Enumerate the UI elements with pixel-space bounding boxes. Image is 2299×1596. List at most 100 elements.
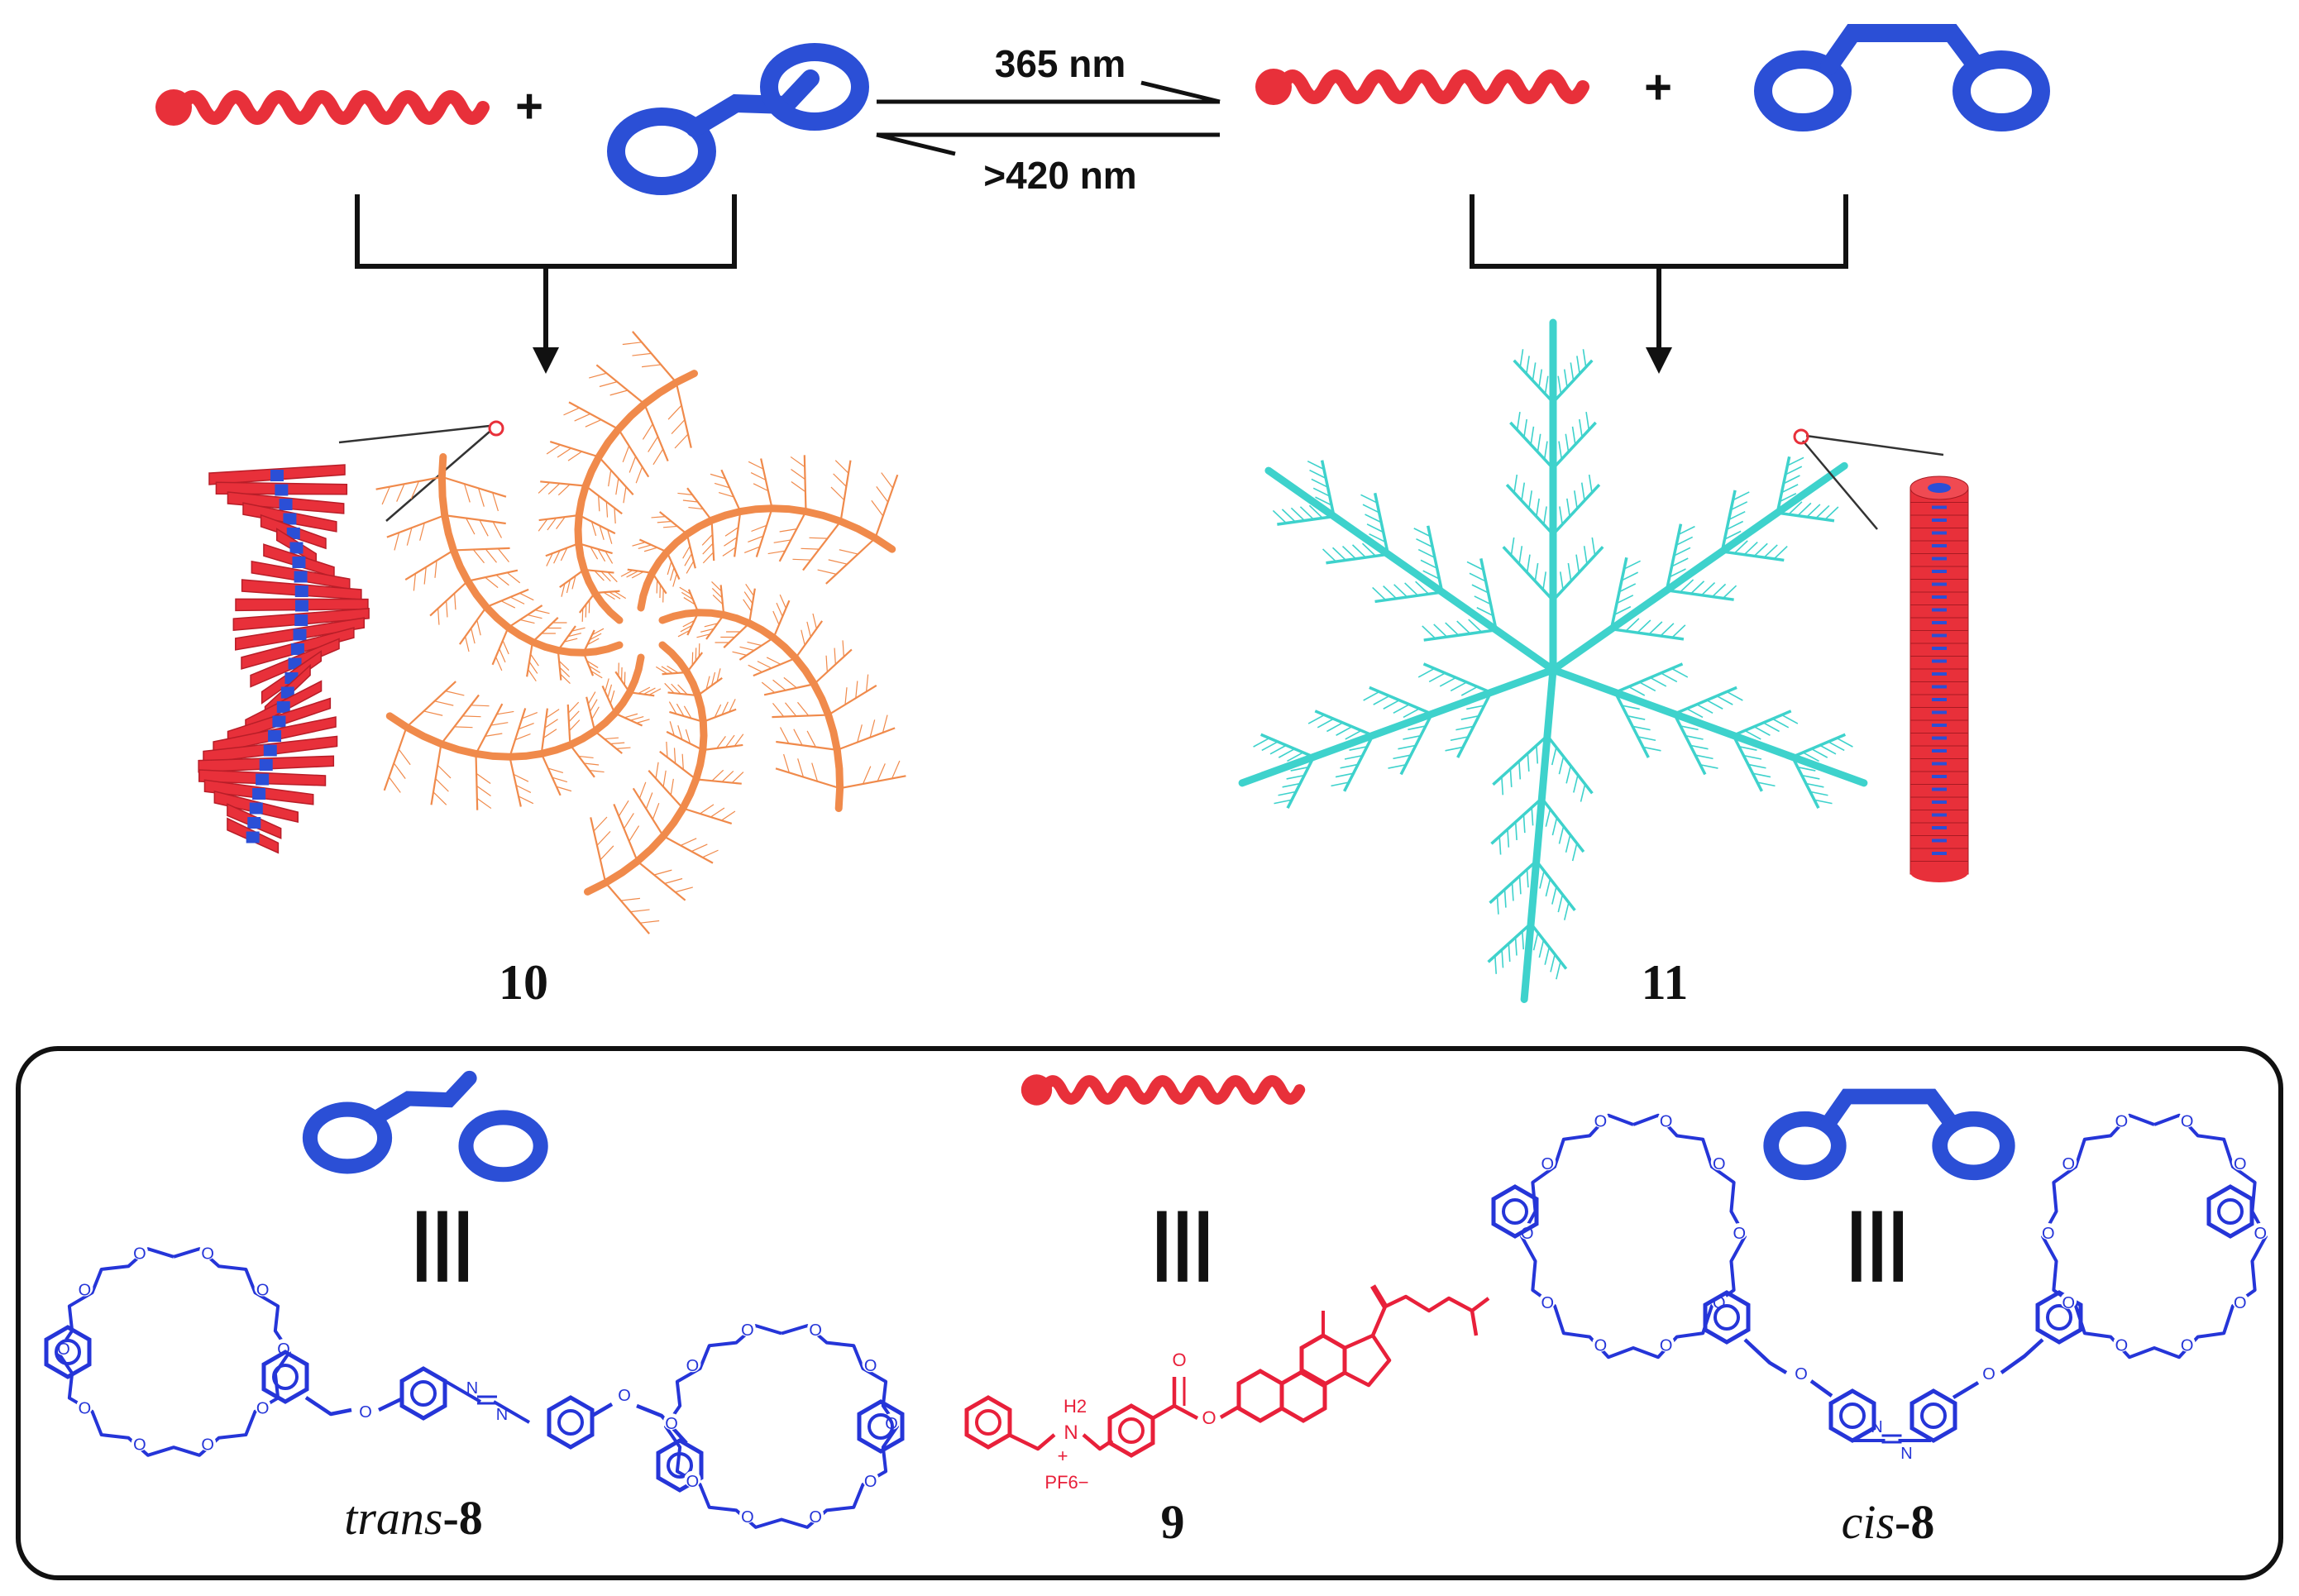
pinwheel-twig [434, 700, 454, 706]
dendrite-twig [1785, 466, 1803, 475]
counterion-label: PF6− [1044, 1472, 1088, 1493]
pinwheel-branch [540, 753, 562, 796]
pinwheel-twig [667, 561, 672, 576]
pinwheel-twig [729, 699, 736, 713]
oxygen-label: O [809, 1321, 822, 1340]
dendrite-twig [1660, 623, 1675, 637]
tube-core-mark [1932, 570, 1947, 573]
pinwheel-twig [685, 729, 691, 744]
dendrite-branch [1551, 546, 1604, 602]
dendrite-branch [1614, 662, 1684, 694]
dendrite-twig [1398, 744, 1417, 750]
pinwheel-twig [743, 591, 753, 604]
dendrite-twig [1393, 704, 1410, 714]
dendrite-twig [1815, 504, 1830, 519]
dendrite-twig [1468, 619, 1483, 633]
dendrite-twig [1281, 509, 1296, 523]
pinwheel-twig [437, 608, 440, 625]
dendrite-twig [1536, 498, 1540, 517]
twisted-ribbon-stack [198, 464, 370, 854]
label-gap [738, 1506, 756, 1523]
dendrite-branch [1326, 552, 1388, 565]
reverse-wavelength-label: >420 nm [983, 154, 1136, 197]
dendrite-twig [1573, 774, 1579, 793]
dendrite-twig [1286, 774, 1305, 780]
dendrite-branch [1427, 525, 1444, 593]
pinwheel-branch [651, 572, 667, 595]
label-gap [2231, 1154, 2249, 1171]
oxygen-label: O [864, 1357, 877, 1375]
pinwheel-twig [806, 621, 811, 638]
pinwheel-twig [614, 508, 616, 524]
pinwheel-twig [567, 633, 582, 638]
pinwheel-twig [718, 491, 734, 498]
pinwheel-twig [881, 472, 894, 489]
dendrite-twig [1639, 681, 1656, 692]
pinwheel-twig [433, 791, 447, 805]
guest-bead [1020, 1074, 1053, 1106]
pinwheel-twig [772, 679, 786, 691]
pinwheel-branch [666, 552, 681, 581]
pinwheel-branch [719, 585, 725, 615]
dendrite-twig [1728, 510, 1746, 521]
tube-core-mark [1932, 531, 1947, 535]
dendrite-twig [1622, 705, 1640, 710]
guest-bead [1255, 69, 1292, 105]
pinwheel-twig [534, 609, 550, 614]
pinwheel-twig [419, 523, 425, 541]
pinwheel-twig [732, 651, 748, 656]
oxygen-label: O [79, 1399, 92, 1417]
pinwheel-twig [811, 762, 819, 782]
dendrite-twig [1744, 729, 1761, 740]
pinwheel-branch [598, 456, 634, 495]
nitrogen-label: N [496, 1406, 508, 1424]
pinwheel-twig [834, 460, 849, 474]
pinwheel-twig [462, 715, 481, 718]
dendrite-twig [1365, 514, 1382, 523]
oxygen-label: O [2115, 1337, 2129, 1355]
dendrite-twig [1694, 754, 1713, 760]
pinwheel-twig [574, 413, 591, 422]
label-gap [254, 1398, 271, 1415]
pinwheel-branch [375, 475, 442, 490]
dendrite-branch [1776, 511, 1835, 523]
label-gap [1731, 1223, 1748, 1240]
pinwheel-twig [793, 729, 803, 746]
pinwheel-twig [739, 646, 755, 652]
pinwheel-branch [545, 542, 580, 557]
pinwheel-twig [567, 701, 580, 714]
nitrogen-label: N [1900, 1445, 1912, 1463]
dendrite-twig [1341, 545, 1357, 560]
dendrite-branch [1611, 627, 1685, 641]
pinwheel-twig [607, 571, 618, 583]
pinwheel-twig [785, 702, 797, 717]
dendrite-branch [1277, 514, 1335, 526]
dendrite-branch [1720, 490, 1737, 552]
dendrite-twig [1514, 937, 1518, 956]
cyan-dendritic-assembly [1238, 318, 1868, 1003]
pinwheel-twig [522, 712, 538, 719]
pinwheel-twig [593, 816, 608, 832]
label-gap [2178, 1111, 2196, 1128]
pinwheel-twig [747, 641, 762, 647]
pinwheel-twig [571, 627, 586, 632]
dendrite-branch [1343, 734, 1374, 792]
pinwheel-twig [607, 684, 613, 698]
bond [1369, 1284, 1388, 1308]
equivalence-symbol-trans: ||| [411, 1199, 474, 1283]
dendrite-twig [1363, 690, 1380, 701]
ring [2209, 1187, 2252, 1236]
dendrite-twig [1824, 506, 1839, 520]
label-gap [2039, 1223, 2057, 1240]
label-gap [2178, 1335, 2196, 1352]
pinwheel-twig [702, 849, 719, 858]
oxygen-label: O [1594, 1112, 1608, 1130]
pinwheel-twig [578, 755, 594, 759]
pinwheel-twig [585, 419, 602, 428]
dendrite-twig [1532, 362, 1537, 381]
pinwheel-twig [632, 542, 646, 547]
pinwheel-twig [514, 733, 531, 741]
ribbon-core [246, 831, 260, 843]
dendrite-branch [1456, 691, 1493, 758]
dendrite-twig [1336, 726, 1353, 736]
